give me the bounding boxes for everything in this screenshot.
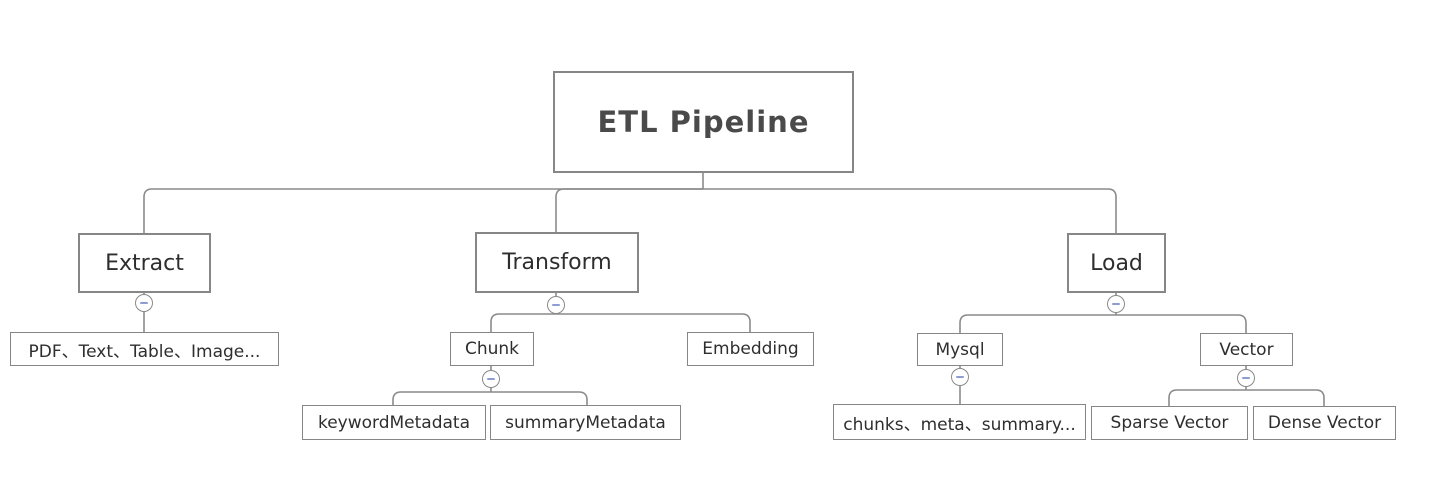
connector-vector-dense	[1246, 389, 1325, 406]
node-sparse-vector-label: Sparse Vector	[1110, 413, 1229, 433]
connector-root-extract	[143, 188, 703, 233]
collapse-icon-chunk[interactable]	[482, 370, 500, 388]
node-etl-pipeline[interactable]: ETL Pipeline	[553, 71, 854, 173]
minus-icon	[1112, 303, 1120, 305]
connector-load-mysql	[959, 314, 1116, 333]
node-mysql[interactable]: Mysql	[917, 333, 1003, 366]
node-extract-label: Extract	[105, 250, 184, 276]
minus-icon	[956, 376, 964, 378]
connector-transform-embedding	[556, 313, 751, 332]
node-vector-label: Vector	[1219, 339, 1274, 360]
connector-transform-chunk	[490, 313, 556, 332]
connector-load-vector	[1116, 314, 1247, 333]
connector-chunk-summary	[491, 391, 588, 405]
node-chunk-label: Chunk	[464, 339, 520, 359]
node-load-label: Load	[1090, 250, 1143, 276]
connector-vector-sparse	[1168, 389, 1246, 406]
node-chunk[interactable]: Chunk	[450, 332, 534, 366]
connector-root-transform	[555, 188, 703, 232]
node-keyword-metadata[interactable]: keywordMetadata	[302, 405, 486, 440]
node-load[interactable]: Load	[1067, 233, 1166, 293]
node-embedding[interactable]: Embedding	[687, 332, 814, 366]
node-transform[interactable]: Transform	[475, 232, 639, 293]
node-extract-sources-label: PDF、Text、Table、Image...	[28, 341, 261, 362]
node-summary-metadata[interactable]: summaryMetadata	[490, 405, 681, 440]
node-mysql-label: Mysql	[935, 339, 985, 360]
node-mysql-tables[interactable]: chunks、meta、summary...	[833, 404, 1086, 440]
collapse-icon-mysql[interactable]	[951, 368, 969, 386]
minus-icon	[1242, 377, 1250, 379]
collapse-icon-vector[interactable]	[1237, 369, 1255, 387]
node-extract[interactable]: Extract	[78, 233, 211, 293]
collapse-icon-load[interactable]	[1107, 295, 1125, 313]
node-vector[interactable]: Vector	[1200, 333, 1293, 366]
node-extract-sources[interactable]: PDF、Text、Table、Image...	[10, 332, 279, 366]
connector-root-load	[703, 188, 1117, 233]
node-summary-metadata-label: summaryMetadata	[505, 412, 666, 433]
collapse-icon-extract[interactable]	[135, 294, 153, 312]
connector-chunk-keyword	[392, 391, 491, 405]
minus-icon	[552, 304, 560, 306]
minus-icon	[140, 302, 148, 304]
node-embedding-label: Embedding	[702, 339, 799, 359]
node-mysql-tables-label: chunks、meta、summary...	[843, 414, 1076, 435]
minus-icon	[487, 378, 495, 380]
node-dense-vector[interactable]: Dense Vector	[1253, 406, 1396, 440]
node-sparse-vector[interactable]: Sparse Vector	[1091, 406, 1248, 440]
node-dense-vector-label: Dense Vector	[1267, 413, 1382, 433]
node-transform-label: Transform	[502, 250, 612, 275]
collapse-icon-transform[interactable]	[547, 296, 565, 314]
node-keyword-metadata-label: keywordMetadata	[317, 412, 471, 433]
node-etl-pipeline-label: ETL Pipeline	[597, 105, 810, 139]
